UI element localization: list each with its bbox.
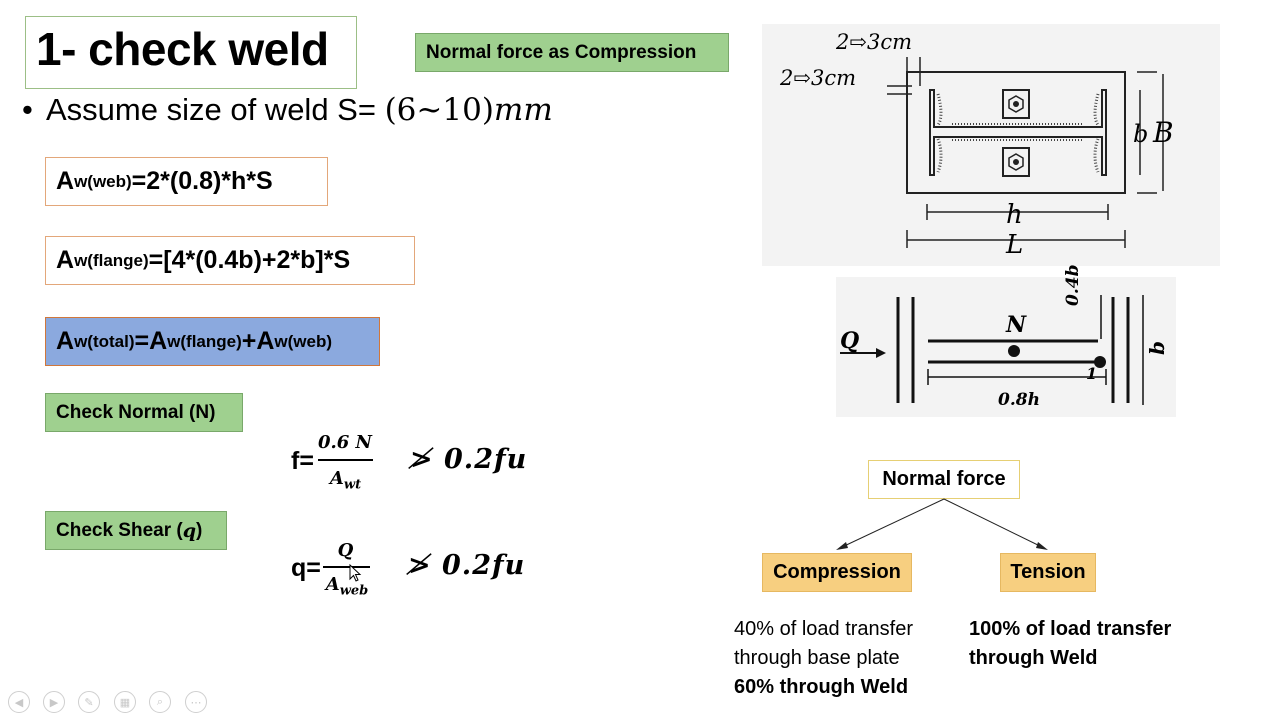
normal-force-box: Normal force xyxy=(868,460,1020,499)
zoom-icon[interactable]: ⌕ xyxy=(149,691,171,713)
compression-tag: Normal force as Compression xyxy=(415,33,729,72)
dim-label-2: 2⇨3cm xyxy=(780,66,856,90)
play-icon[interactable]: ▶ xyxy=(43,691,65,713)
check-shear-label: Check Shear (q) xyxy=(45,511,227,550)
dim-label-B: B xyxy=(1153,116,1174,149)
tension-note: 100% of load transfer through Weld xyxy=(969,615,1171,673)
aw-total-sub-web: w(web) xyxy=(274,331,333,351)
f-limit: ≯ 0.2fu xyxy=(410,444,528,475)
assume-line: Assume size of weld S= (6~10)mm xyxy=(46,92,553,128)
slide-title: 1- check weld xyxy=(36,23,329,75)
tension-box: Tension xyxy=(1000,553,1096,592)
aw-total-sub-flange: w(flange) xyxy=(167,331,242,351)
q-prefix: q= xyxy=(291,554,321,582)
label-b-bottom: b xyxy=(1144,341,1169,355)
compression-note-2: through base plate xyxy=(734,647,900,669)
label-1: 1 xyxy=(1086,364,1098,383)
slides-icon[interactable]: ▦ xyxy=(114,691,136,713)
shear-prefix: Check Shear ( xyxy=(56,519,183,541)
assume-unit: mm xyxy=(493,92,553,128)
q-fraction-line xyxy=(323,566,370,568)
point-1 xyxy=(1094,356,1106,368)
base-plate-diagram xyxy=(762,24,1220,266)
q-den-main: A xyxy=(325,574,340,595)
compression-note-1: 40% of load transfer xyxy=(734,618,913,640)
i-section xyxy=(929,89,1107,176)
f-numerator: 0.6 N xyxy=(317,432,373,453)
aw-web-rest: =2*(0.8)*h*S xyxy=(131,167,273,195)
dim-label-L: L xyxy=(1006,230,1024,260)
aw-flange-sub: w(flange) xyxy=(74,250,149,270)
aw-total-plus: +A xyxy=(241,327,275,355)
compression-note-3: 60% through Weld xyxy=(734,676,909,698)
label-04b: 0.4b xyxy=(1063,264,1083,306)
q-limit: ≯ 0.2fu xyxy=(408,550,526,581)
label-N: N xyxy=(1006,312,1027,338)
aw-web-sub: w(web) xyxy=(74,171,132,191)
bolt-nut-bottom xyxy=(1008,153,1024,171)
f-den-sub: wt xyxy=(343,477,362,493)
pen-icon[interactable]: ✎ xyxy=(78,691,100,713)
title-box xyxy=(25,16,357,89)
tree-line-right xyxy=(943,498,1045,549)
f-prefix: f= xyxy=(291,447,314,475)
mouse-cursor-icon xyxy=(349,564,362,582)
f-denominator: Awt xyxy=(318,468,373,493)
tension-note-1: 100% of load transfer xyxy=(969,618,1172,640)
point-n xyxy=(1008,345,1020,357)
prev-icon[interactable]: ◀ xyxy=(8,691,30,713)
q-den-sub: web xyxy=(339,583,369,599)
bolt-hole-bottom xyxy=(1013,159,1019,165)
check-normal-label: Check Normal (N) xyxy=(45,393,243,432)
base-plate-outline xyxy=(906,71,1126,194)
dim-label-1: 2⇨3cm xyxy=(836,30,912,54)
arrow-left-icon xyxy=(836,542,848,550)
assume-text: Assume size of weld S= xyxy=(46,92,385,127)
aw-total-sub: w(total) xyxy=(74,331,135,351)
bullet-dot: • xyxy=(22,92,33,127)
compression-note: 40% of load transfer through base plate … xyxy=(734,615,913,702)
shear-var: q xyxy=(182,519,197,542)
f-den-main: A xyxy=(329,468,344,489)
force-q-arrow-icon xyxy=(876,348,886,358)
more-icon[interactable]: ⋯ xyxy=(185,691,207,713)
shear-suffix: ) xyxy=(196,519,203,541)
aw-flange-A: A xyxy=(56,246,75,274)
section-force-diagram xyxy=(836,277,1176,417)
tree-arrows xyxy=(836,498,1048,550)
tension-note-2: through Weld xyxy=(969,647,1098,669)
tree-line-left xyxy=(839,498,945,549)
dim-label-h: h xyxy=(1006,200,1023,230)
q-numerator: Q xyxy=(337,540,354,561)
bolt-nut-top xyxy=(1008,95,1024,113)
aw-web-A: A xyxy=(56,167,75,195)
anchor-bolt-top xyxy=(1002,89,1030,119)
assume-math: (6~10) xyxy=(384,92,494,128)
dim-label-b: b xyxy=(1133,120,1149,148)
aw-flange-rest: =[4*(0.4b)+2*b]*S xyxy=(148,246,351,274)
bolt-hole-top xyxy=(1013,101,1019,107)
label-08h: 0.8h xyxy=(998,390,1040,410)
q-denominator: Aweb xyxy=(318,574,376,599)
aw-total-eq: =A xyxy=(134,327,168,355)
compression-box: Compression xyxy=(762,553,912,592)
f-fraction-line xyxy=(318,459,373,461)
anchor-bolt-bottom xyxy=(1002,147,1030,177)
label-Q: Q xyxy=(840,328,860,354)
arrow-right-icon xyxy=(1036,542,1048,550)
aw-total-A: A xyxy=(56,327,75,355)
